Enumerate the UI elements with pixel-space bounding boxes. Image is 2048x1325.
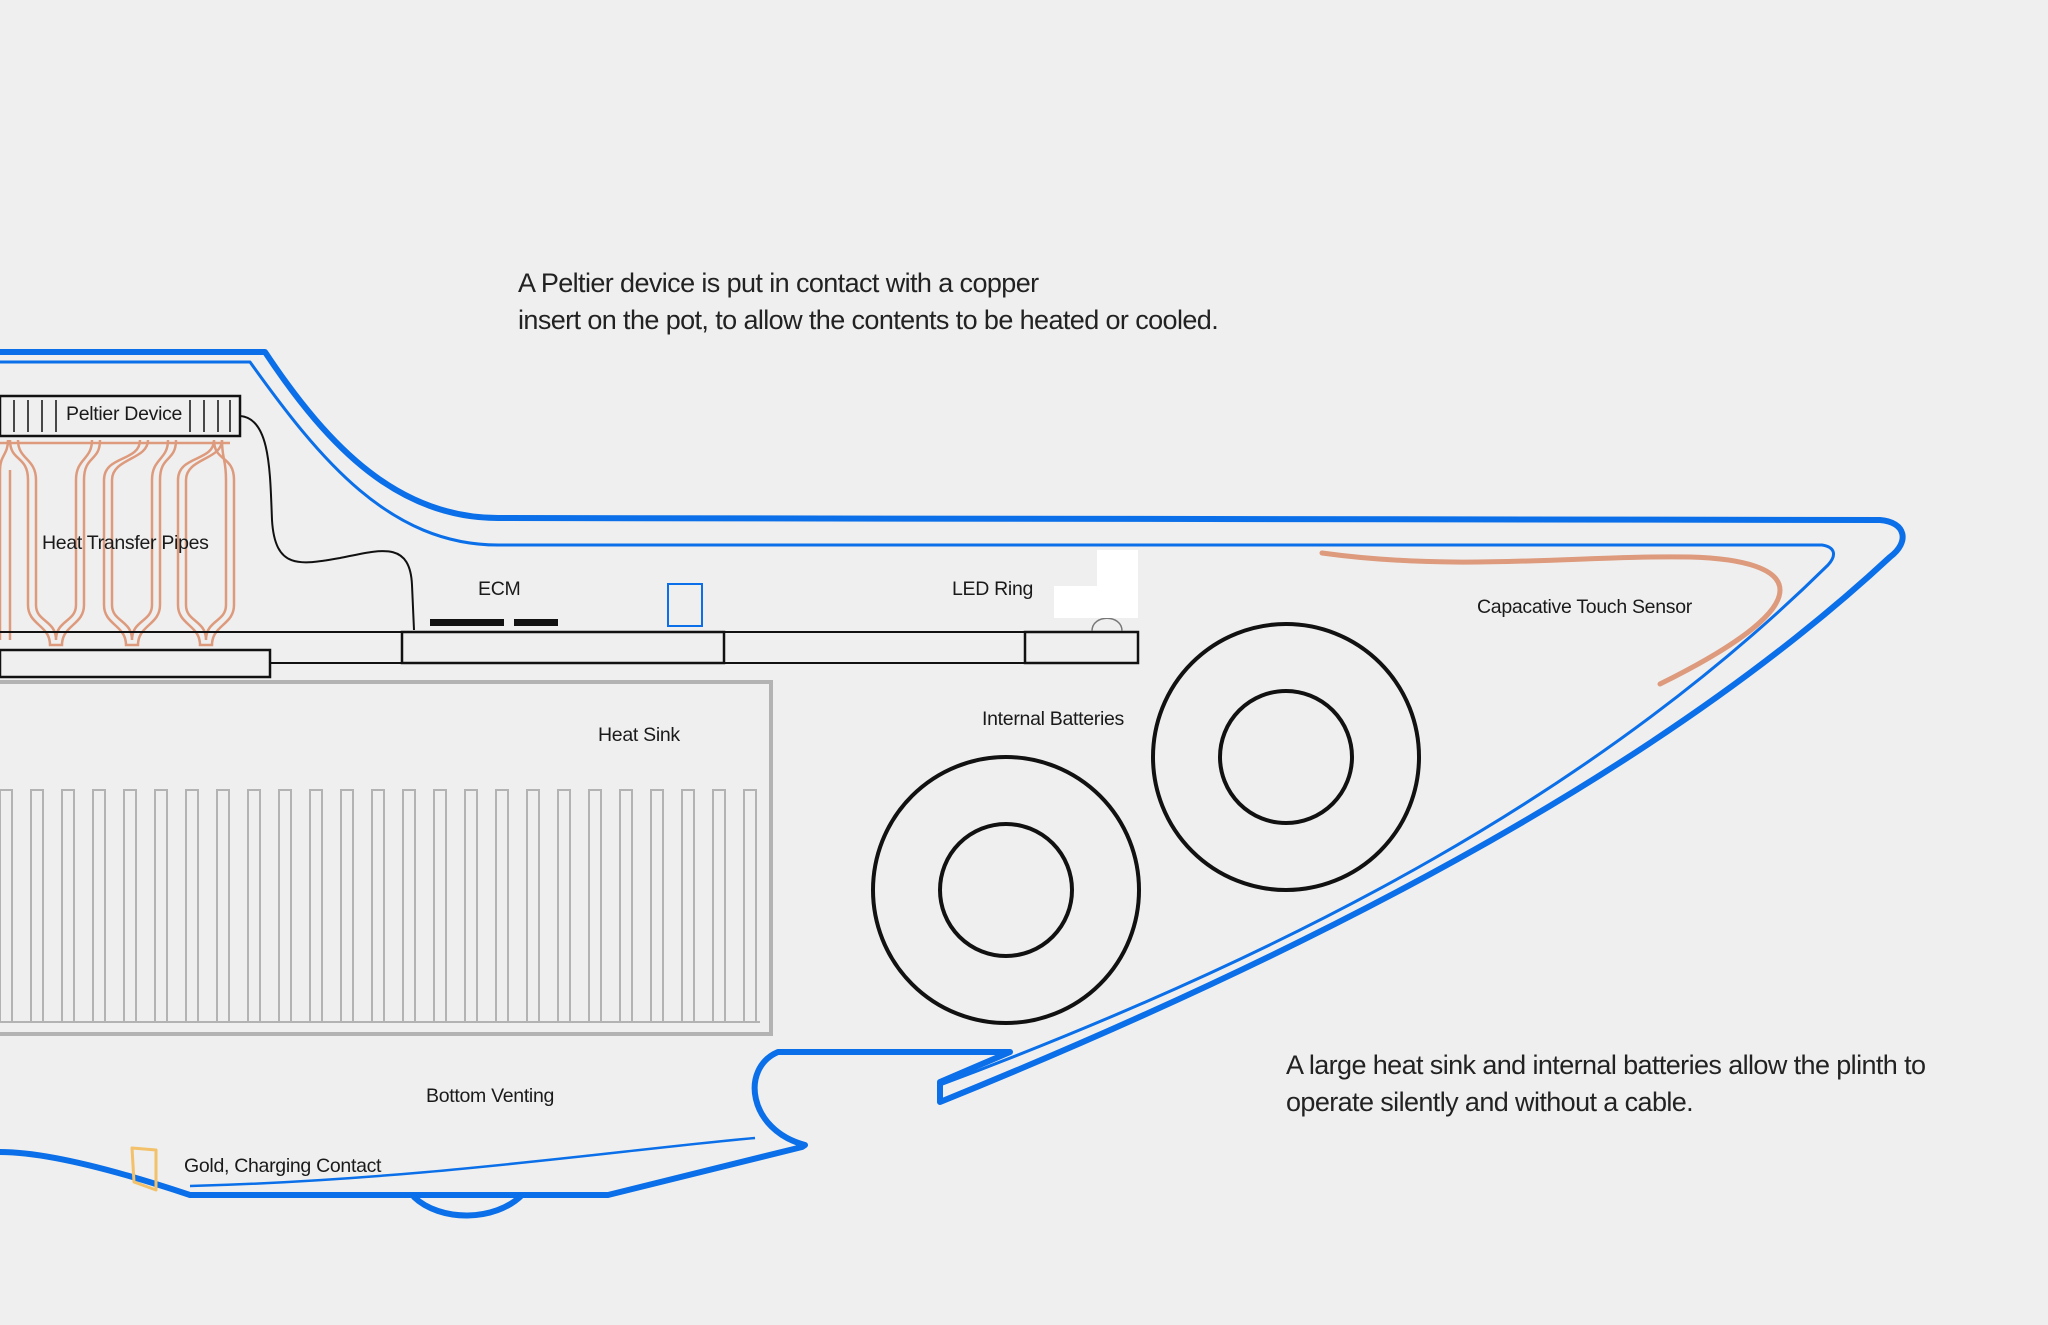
label-peltier-device: Peltier Device xyxy=(66,403,183,425)
led-ring-board xyxy=(1023,630,1140,665)
led-ring-white-block xyxy=(1054,586,1138,618)
caption-heat-sink-line-2: operate silently and without a cable. xyxy=(1286,1087,1694,1117)
caption-peltier: A Peltier device is put in contact with … xyxy=(518,265,1219,339)
battery-left-outer xyxy=(871,755,1141,1025)
ecm-blue-component xyxy=(667,583,703,627)
battery-right-inner xyxy=(1218,689,1354,825)
label-heat-transfer-pipes: Heat Transfer Pipes xyxy=(42,532,209,554)
peltier-device xyxy=(0,394,242,438)
label-heat-sink: Heat Sink xyxy=(598,724,680,746)
caption-heat-sink: A large heat sink and internal batteries… xyxy=(1286,1047,1926,1121)
heat-sink xyxy=(0,680,773,1036)
label-led-ring: LED Ring xyxy=(952,578,1034,600)
battery-left-inner xyxy=(938,822,1074,958)
left-board-block xyxy=(0,648,272,679)
led-ring-white-block-top xyxy=(1097,550,1138,590)
caption-peltier-line-2: insert on the pot, to allow the contents… xyxy=(518,305,1219,335)
capacitive-touch-sensor-strip xyxy=(1319,550,1783,687)
caption-peltier-line-1: A Peltier device is put in contact with … xyxy=(518,268,1039,298)
battery-right-outer xyxy=(1151,622,1421,892)
heat-transfer-pipes xyxy=(0,439,236,647)
outer-shell xyxy=(0,349,1906,1198)
inner-shell xyxy=(0,360,1835,1087)
ecm-chip-1 xyxy=(430,619,504,626)
label-internal-batteries: Internal Batteries xyxy=(982,708,1125,730)
led-ring-dome xyxy=(1091,617,1123,632)
caption-heat-sink-line-1: A large heat sink and internal batteries… xyxy=(1286,1050,1926,1080)
bottom-bump xyxy=(411,1192,525,1219)
label-gold-charging-contact: Gold, Charging Contact xyxy=(184,1155,382,1177)
label-capacitive-touch-sensor: Capacative Touch Sensor xyxy=(1477,596,1692,618)
peltier-wire xyxy=(239,415,415,631)
ecm-chip-2 xyxy=(514,619,558,626)
inner-bottom-line xyxy=(189,1136,756,1188)
label-bottom-venting: Bottom Venting xyxy=(426,1085,555,1107)
internal-batteries xyxy=(871,622,1421,1025)
gold-charging-contact xyxy=(130,1146,158,1192)
ecm-board xyxy=(400,630,726,665)
label-ecm: ECM xyxy=(478,578,521,600)
